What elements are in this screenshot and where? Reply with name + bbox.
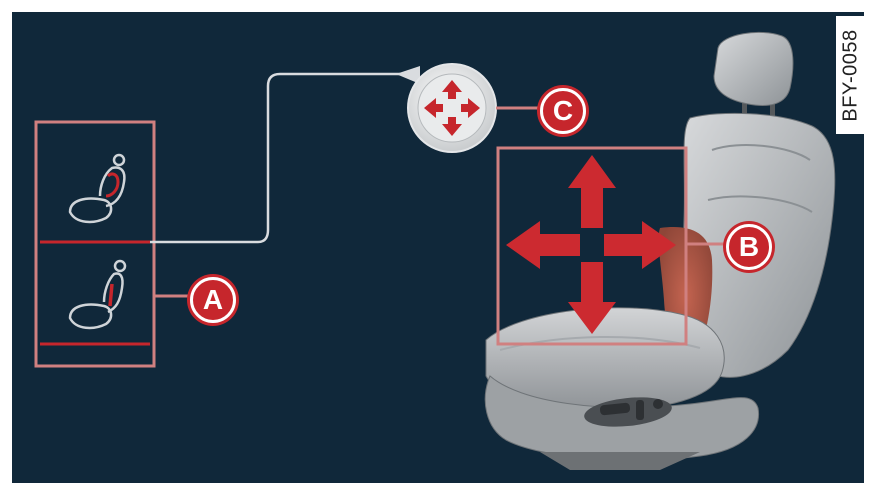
four-way-arrows-icon [396,64,496,152]
callout-label-c: C [540,88,586,134]
arrow-left [506,221,580,269]
figure-code-tag: BFY-0058 [836,16,866,134]
four-way-arrows-large [506,155,676,334]
callout-label-a: A [190,277,236,323]
seat-lumbar-icon [70,155,124,222]
seat-control-panel [36,122,154,366]
seat-rails [540,452,700,470]
leader-line [150,74,402,242]
callout-label-b: B [726,224,772,270]
arrow-up [568,155,616,228]
figure-code: BFY-0058 [840,29,863,121]
headrest [714,32,793,105]
seat-backrest-icon [70,261,125,328]
